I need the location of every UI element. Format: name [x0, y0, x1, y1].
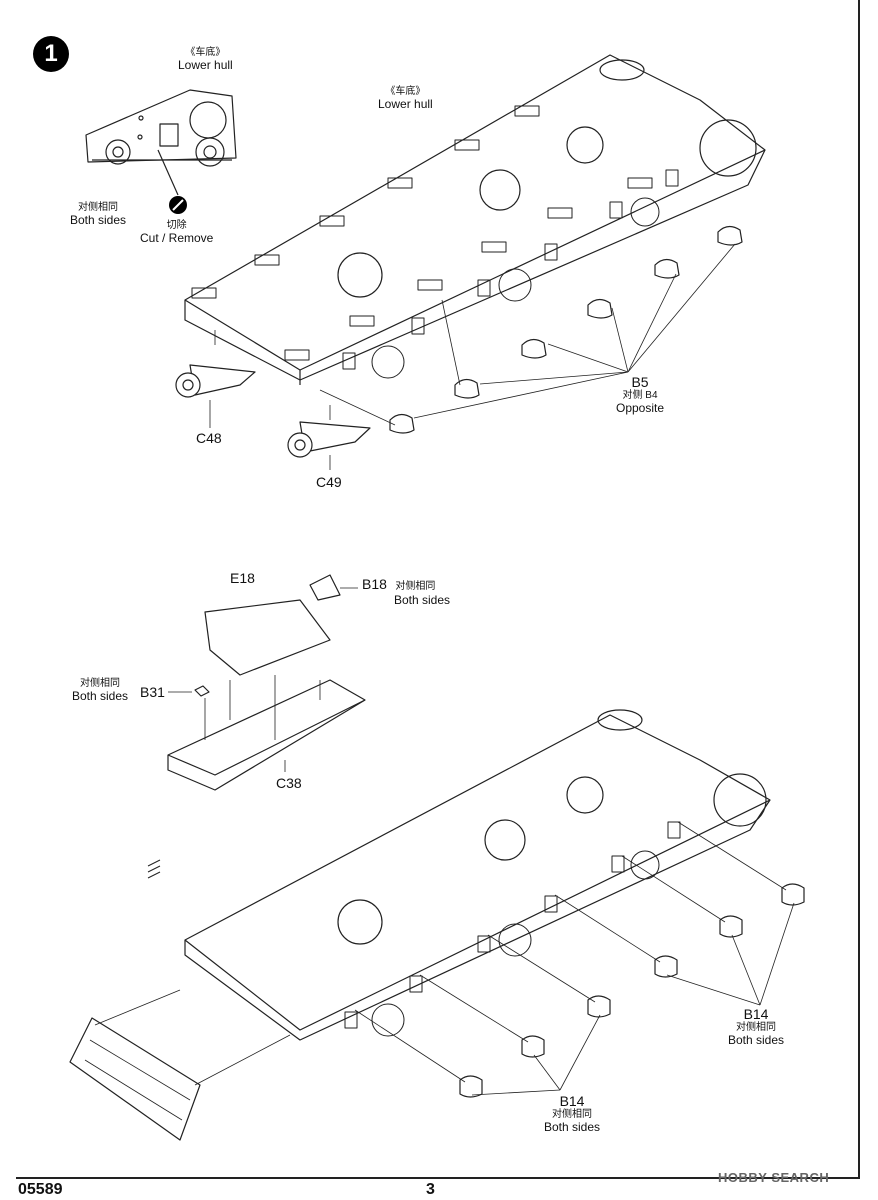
label-both-sides-inset: 对侧相同 Both sides	[70, 202, 126, 227]
part-b14-group	[460, 884, 804, 1097]
label-c49: C49	[316, 474, 342, 490]
hull-assembly-bottom	[185, 710, 770, 1040]
label-en: Opposite	[616, 400, 665, 415]
label-part: B5	[631, 374, 649, 390]
page-frame-bottom	[16, 1177, 860, 1179]
label-cn: 对侧相同	[395, 581, 436, 592]
label-lower-hull-main: 《车底》 Lower hull	[378, 86, 433, 111]
part-c48	[176, 365, 255, 397]
label-en: Lower hull	[378, 96, 433, 111]
watermark: HOBBY SEARCH	[718, 1170, 830, 1185]
label-cn: 《车底》	[185, 47, 226, 58]
label-cn: 切除	[166, 220, 187, 231]
label-b14-right: B14 对侧相同 Both sides	[728, 1006, 784, 1047]
label-en: Cut / Remove	[140, 230, 214, 245]
label-part: B18	[362, 576, 387, 592]
page-frame-right	[858, 0, 860, 1178]
label-b31-both-sides: 对侧相同 Both sides	[72, 678, 128, 703]
hull-assembly-top	[185, 55, 765, 385]
b5-leader-lines	[320, 244, 735, 425]
label-e18: E18	[230, 570, 255, 586]
sub-assembly-e18-c38	[168, 575, 365, 790]
label-c38: C38	[276, 775, 302, 791]
label-en: Both sides	[72, 688, 129, 703]
b14-leader-lines	[355, 822, 794, 1095]
label-b5: B5 对侧 B4 Opposite	[616, 374, 664, 415]
label-en: Both sides	[544, 1119, 601, 1134]
product-code: 05589	[18, 1181, 63, 1198]
label-cn: 对侧 B4	[622, 390, 658, 402]
label-cn: 对侧相同	[552, 1109, 593, 1121]
label-en: Both sides	[70, 212, 127, 227]
label-b18: B18 对侧相同 Both sides	[362, 576, 450, 608]
cut-icon	[169, 196, 187, 214]
track-leader-lines	[95, 990, 290, 1085]
label-b14-bottom: B14 对侧相同 Both sides	[544, 1093, 600, 1134]
label-lower-hull-inset: 《车底》 Lower hull	[178, 47, 233, 72]
label-cn: 对侧相同	[736, 1022, 777, 1034]
arrow-marks-icon	[148, 860, 160, 878]
label-cn: 《车底》	[385, 86, 426, 97]
inset-lower-hull-detail	[86, 90, 236, 166]
label-en: Lower hull	[178, 57, 233, 72]
label-cn: 对侧相同	[78, 202, 119, 213]
page-number: 3	[426, 1181, 435, 1198]
part-b5-group	[390, 226, 742, 433]
label-cut-remove: 切除 Cut / Remove	[140, 220, 213, 245]
label-c48: C48	[196, 430, 222, 446]
label-cn: 对侧相同	[80, 678, 121, 689]
label-b31: B31	[140, 684, 165, 700]
step-number-badge: 1	[33, 36, 69, 72]
label-en: Both sides	[394, 593, 451, 608]
track-link-piece	[70, 1018, 200, 1140]
label-en: Both sides	[728, 1032, 785, 1047]
part-c49	[288, 422, 370, 457]
label-part: B14	[559, 1093, 585, 1109]
label-part: B14	[743, 1006, 769, 1022]
